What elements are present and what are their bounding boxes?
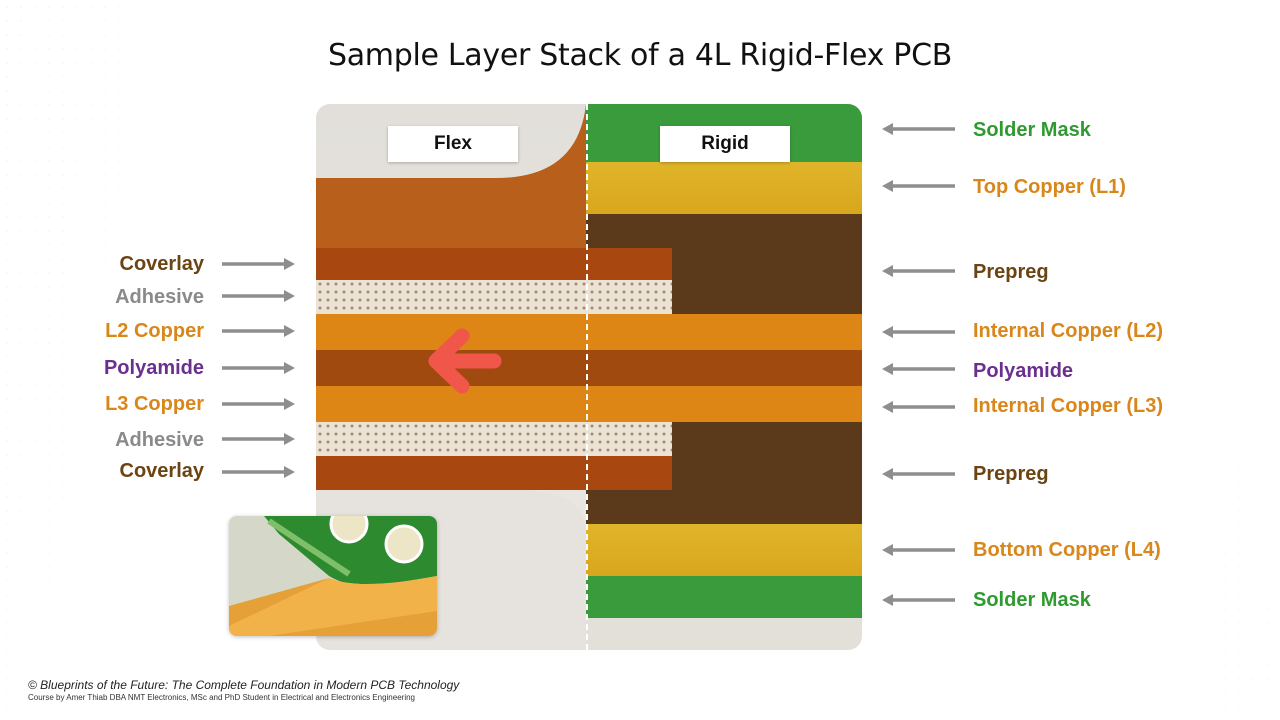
flex-coverlay-top (316, 248, 672, 280)
flex-polyamide (316, 350, 862, 386)
arrow-left-icon (882, 468, 955, 480)
label-right-top-copper: Top Copper (L1) (973, 176, 1126, 198)
arrow-right-icon (222, 433, 295, 445)
rigid-solder-mask-bottom (586, 576, 862, 618)
arrow-left-icon (882, 401, 955, 413)
label-left-l2-copper: L2 Copper (105, 319, 204, 343)
label-right-solder-mask-bottom: Solder Mask (973, 589, 1091, 611)
arrow-right-icon (222, 398, 295, 410)
rigid-base (586, 618, 862, 650)
arrow-left-icon (882, 265, 955, 277)
flex-coverlay-bottom (316, 456, 672, 490)
label-left-adhesive-top: Adhesive (115, 285, 204, 309)
arrow-right-icon (222, 290, 295, 302)
flex-l3-copper (316, 386, 862, 422)
label-left-coverlay-bottom: Coverlay (120, 459, 205, 483)
arrow-right-icon (222, 258, 295, 270)
label-text: L2 Copper (105, 320, 204, 342)
inset-flex-board-photo (229, 516, 437, 636)
label-left-adhesive-bottom: Adhesive (115, 428, 204, 452)
label-text: Adhesive (115, 429, 204, 451)
label-text: Coverlay (119, 253, 205, 275)
label-left-l3-copper: L3 Copper (105, 392, 204, 416)
label-right-bottom-copper: Bottom Copper (L4) (973, 539, 1161, 561)
arrow-right-icon (222, 466, 295, 478)
label-text: Polyamide (103, 357, 204, 379)
rigid-label: Rigid (660, 126, 790, 162)
label-right-prepreg-top: Prepreg (973, 261, 1049, 283)
arrow-right-icon (222, 325, 295, 337)
arrow-right-icon (222, 362, 295, 374)
label-right-internal-copper-l3: Internal Copper (L3) (973, 395, 1164, 417)
footer-course-author: Course by Amer Thiab DBA NMT Electronics… (28, 693, 415, 702)
label-left-polyamide: Polyamide (104, 356, 204, 380)
label-text: Adhesive (115, 286, 204, 308)
page-title: Sample Layer Stack of a 4L Rigid-Flex PC… (327, 38, 953, 73)
arrow-left-icon (882, 180, 955, 192)
arrow-left-icon (882, 326, 955, 338)
rigid-top-copper (586, 162, 862, 214)
label-right-prepreg-bottom: Prepreg (973, 463, 1049, 485)
arrow-left-icon (882, 123, 955, 135)
flex-adhesive-top (316, 280, 672, 314)
label-left-coverlay-top: Coverlay (120, 252, 205, 276)
flex-rigid-boundary-line (586, 104, 588, 650)
arrow-left-icon (882, 594, 955, 606)
red-arrow-left-icon (428, 328, 502, 394)
flex-label: Flex (388, 126, 518, 162)
flex-adhesive-bottom (316, 422, 672, 456)
label-text: Coverlay (119, 460, 205, 482)
rigid-bottom-copper (586, 524, 862, 576)
label-right-solder-mask-top: Solder Mask (973, 119, 1091, 141)
label-right-internal-copper-l2: Internal Copper (L2) (973, 320, 1164, 342)
arrow-left-icon (882, 363, 955, 375)
label-right-polyamide: Polyamide (973, 360, 1074, 382)
arrow-left-icon (882, 544, 955, 556)
label-text: L3 Copper (105, 393, 204, 415)
footer-course-title: © Blueprints of the Future: The Complete… (28, 678, 460, 692)
pcb-cross-section-photo: Flex Rigid (316, 104, 862, 650)
flex-l2-copper (316, 314, 862, 350)
